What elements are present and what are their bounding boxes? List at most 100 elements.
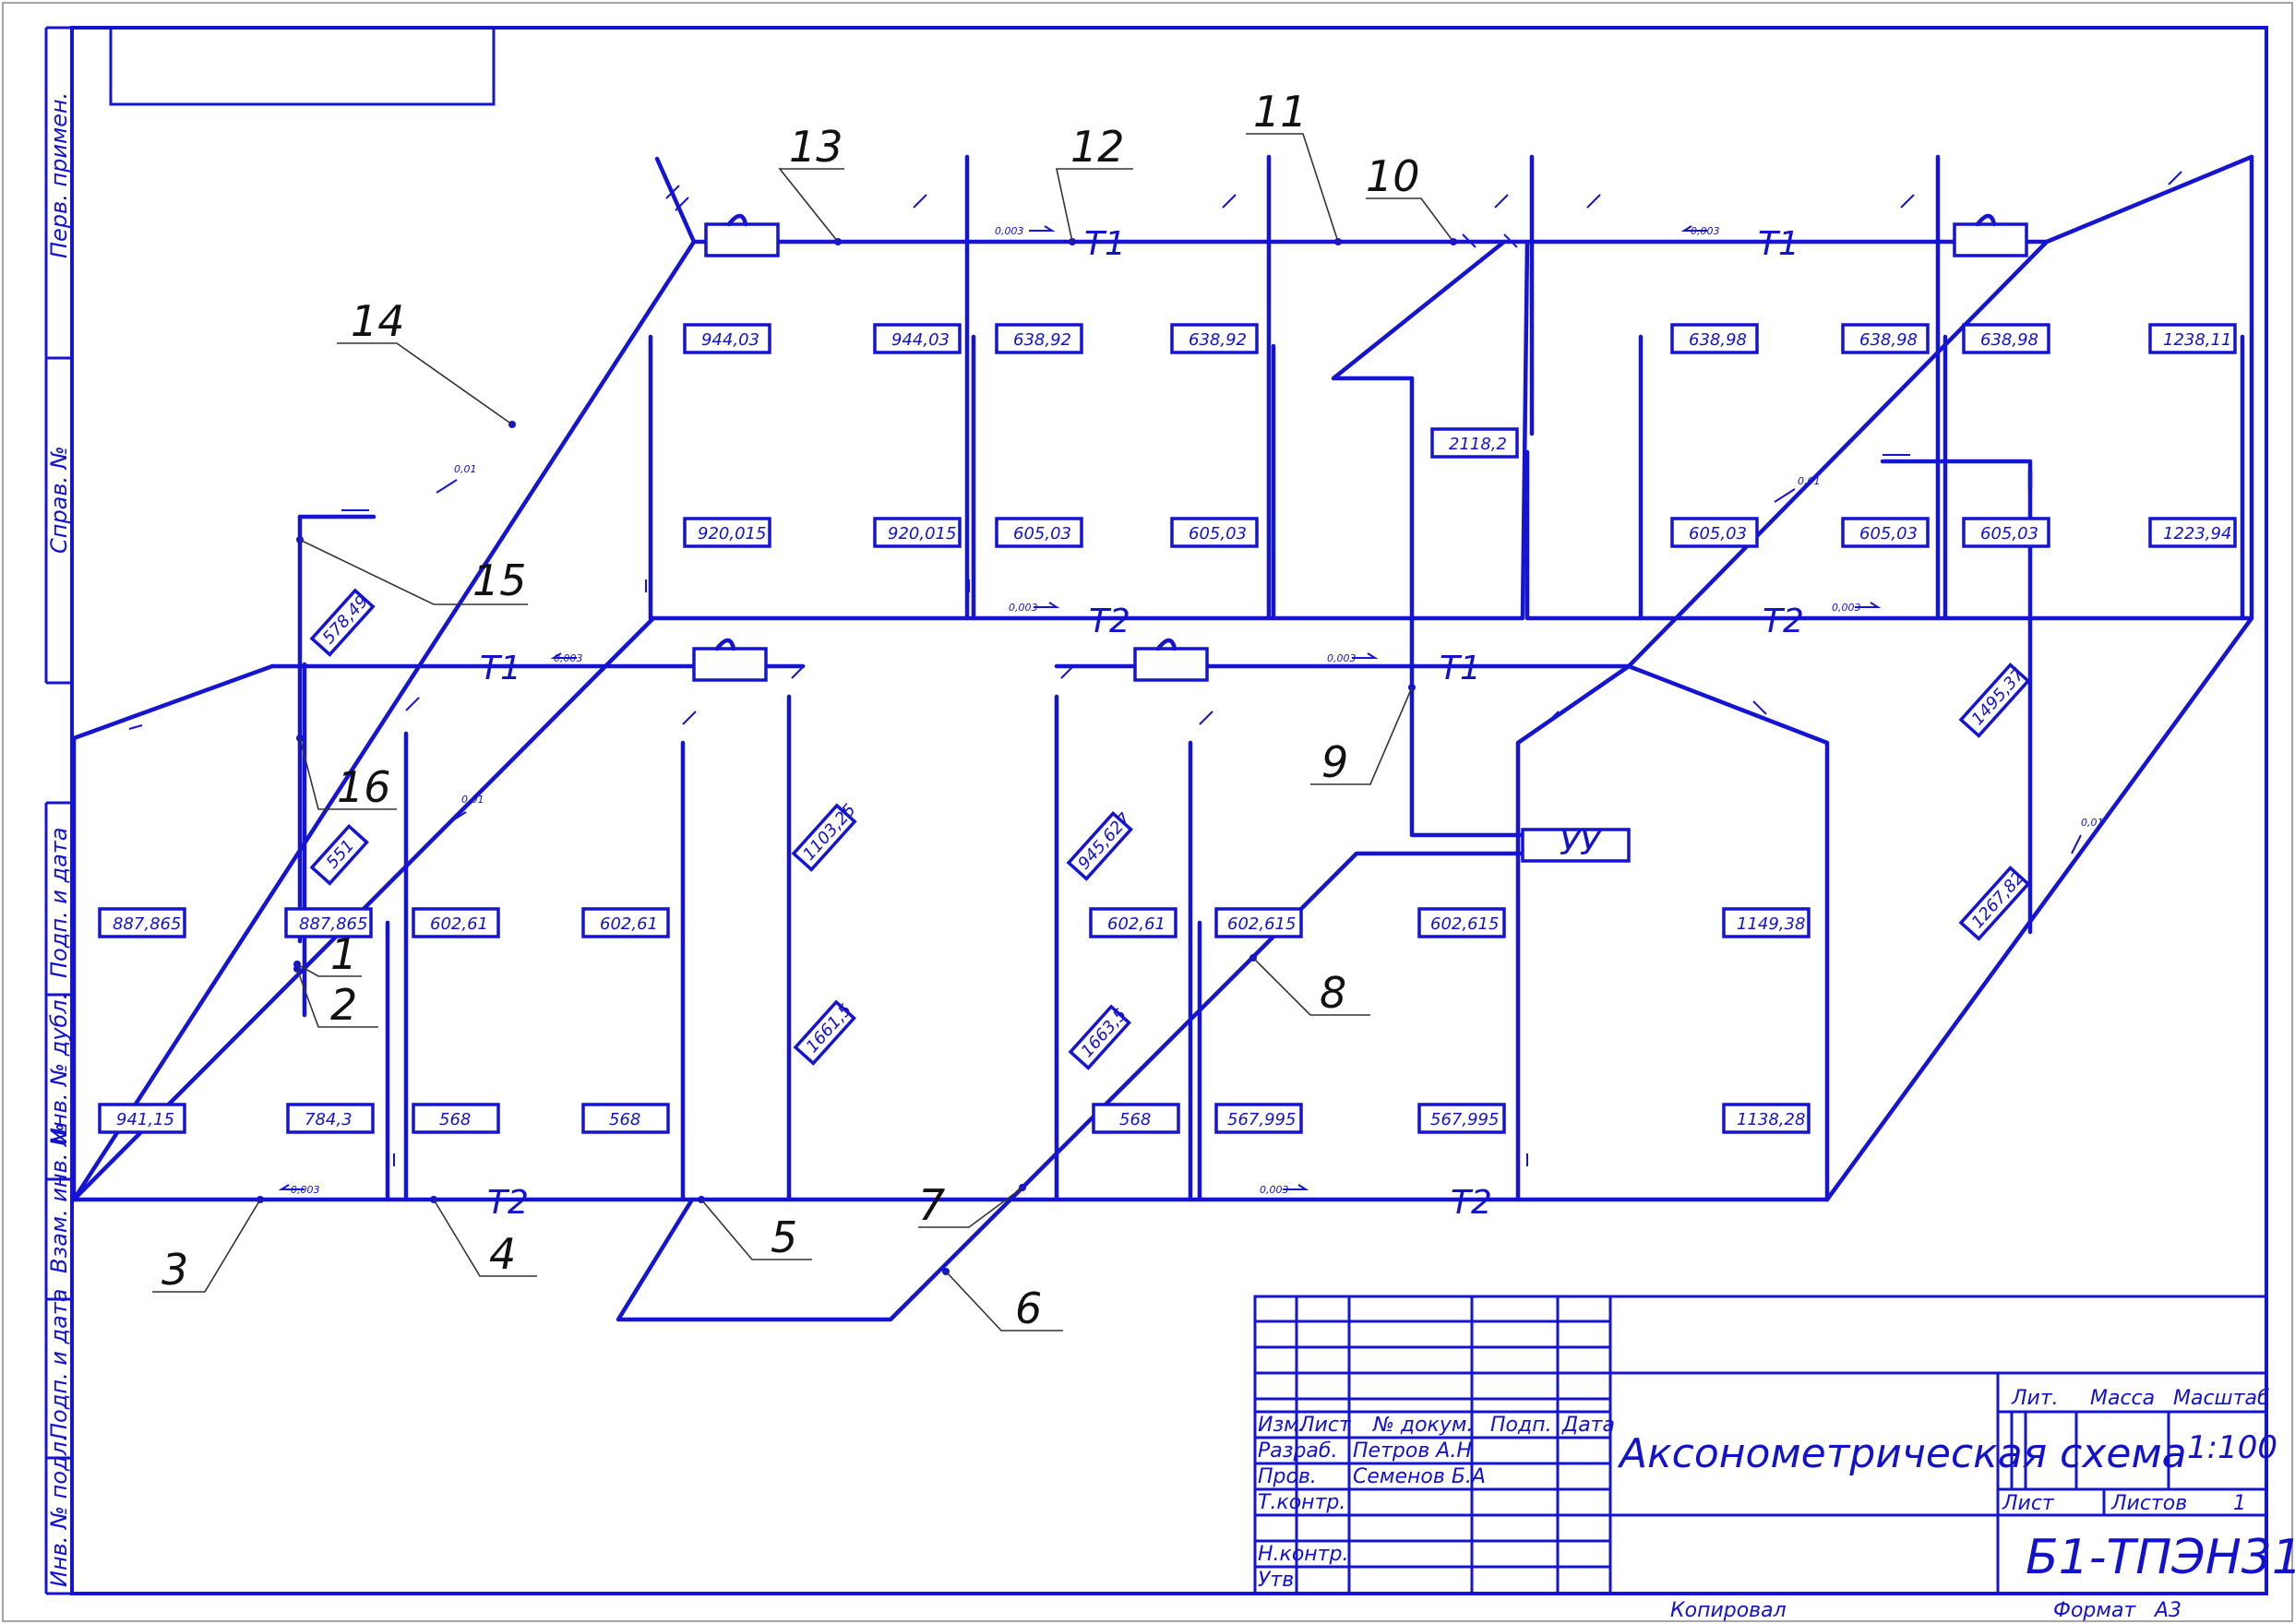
valve-tag: 567,995 [1430, 1110, 1499, 1129]
label-t1: Т1 [1440, 650, 1481, 687]
air-vent-box-mid [1133, 647, 1209, 682]
valve-tag: 1149,38 [1737, 914, 1805, 934]
valve-tag: 941,15 [116, 1110, 174, 1129]
valve-tags: 944,03 944,03 638,92 638,92 920,015 920,… [98, 323, 2237, 1134]
valve-tag: 1138,28 [1737, 1110, 1805, 1129]
slope-value: 0,003 [995, 225, 1024, 237]
pipe-labels: Т1 Т1 Т1 Т1 Т2 Т2 Т2 Т2 [480, 225, 1804, 1222]
tb-doc: № докум. [1372, 1414, 1473, 1437]
tb-podp: Подп. [1490, 1414, 1552, 1437]
return-network-t2 [71, 154, 2254, 1322]
tb-scale: 1:100 [2187, 1429, 2277, 1466]
drawing-code: Б1-ТПЭН31 [2026, 1530, 2295, 1585]
label-t1: Т1 [480, 650, 521, 687]
metering-node-box [1521, 828, 1631, 863]
tb-lit: Лит. [2011, 1387, 2059, 1410]
valve-tag: 944,03 [891, 330, 950, 350]
title-block: Изм. Лист № докум. Подп. Дата Разраб. Пе… [1253, 1295, 2295, 1595]
stamp-sprav-no: Справ. № [46, 446, 72, 554]
slope-value: 0,003 [1260, 1184, 1289, 1196]
position-10: 10 [1366, 151, 1420, 201]
valve-markers [128, 171, 2243, 1251]
tb-role: Разраб. [1258, 1439, 1337, 1463]
valve-tag: 920,015 [888, 524, 956, 543]
position-6: 6 [1015, 1284, 1042, 1333]
tb-list-label: Лист [2002, 1492, 2055, 1515]
valve-tag: 568 [609, 1110, 640, 1129]
valve-tag: 602,615 [1430, 914, 1499, 934]
valve-tag: 605,03 [1980, 524, 2038, 543]
tb-name: Петров А.Н [1353, 1439, 1472, 1463]
tb-role: Пров. [1258, 1465, 1317, 1488]
slope-value-short: 0,01 [461, 794, 484, 806]
valve-tag: 605,03 [1689, 524, 1747, 543]
label-t1: Т1 [1084, 225, 1126, 263]
tb-list: Лист [1298, 1414, 1352, 1437]
valve-tag: 568 [1119, 1110, 1151, 1129]
valve-tag: 945,627 [1074, 809, 1135, 874]
valve-tag: 602,61 [1107, 914, 1165, 934]
slope-value: 0,003 [1327, 652, 1357, 664]
metering-node-label: УУ [1560, 825, 1602, 863]
tb-role: Т.контр. [1258, 1491, 1345, 1514]
air-vent-box-left [692, 647, 768, 682]
tb-listov-label: Листов [2110, 1492, 2187, 1515]
valve-tag: 568 [439, 1110, 471, 1129]
valve-tag: 605,03 [1189, 524, 1247, 543]
position-15: 15 [472, 555, 527, 605]
position-2: 2 [330, 980, 357, 1030]
valve-tag: 638,98 [1859, 330, 1918, 350]
risers [297, 154, 2245, 1202]
valve-tag: 602,61 [430, 914, 488, 934]
left-stamp: Перв. примен. Справ. № Взам. инв. № Инв.… [44, 26, 72, 1595]
position-7: 7 [918, 1180, 945, 1230]
stamp-inv-podl: Инв. № подл. [46, 1434, 72, 1587]
position-12: 12 [1070, 122, 1125, 172]
slope-value: 0,003 [291, 1184, 320, 1196]
tb-massa: Масса [2090, 1387, 2155, 1410]
valve-tag: 1238,11 [2163, 330, 2231, 350]
position-8: 8 [1320, 968, 1346, 1018]
footer-format: А3 [2153, 1599, 2181, 1622]
valve-tag: 887,865 [299, 914, 367, 934]
label-t1: Т1 [1758, 225, 1799, 263]
valve-tag: 602,615 [1227, 914, 1296, 934]
valve-tag: 602,61 [600, 914, 658, 934]
slope-value-short: 0,01 [2081, 817, 2104, 829]
label-t2: Т2 [1451, 1184, 1492, 1222]
top-stamp-box [109, 26, 496, 106]
stamp-vzam-inv: Взам. инв. № [46, 1123, 72, 1273]
valve-tag: 567,995 [1227, 1110, 1296, 1129]
position-5: 5 [771, 1212, 797, 1262]
valve-tag: 2118,2 [1449, 435, 1507, 454]
valve-tag: 1267,82 [1968, 868, 2028, 932]
slope-value: 0,003 [1832, 602, 1861, 614]
position-3: 3 [161, 1245, 188, 1295]
valve-tag: 605,03 [1859, 524, 1918, 543]
slope-arrows [278, 225, 2082, 1190]
label-t2: Т2 [1763, 603, 1804, 640]
tb-role: Н.контр. [1258, 1543, 1348, 1566]
stamp-inv-dubl: Инв. № дубл. [46, 993, 72, 1144]
tb-masshtab: Масштаб [2173, 1387, 2270, 1410]
valve-tag: 638,98 [1980, 330, 2038, 350]
label-t2: Т2 [1089, 603, 1130, 640]
position-callouts: 1 2 3 4 5 6 7 8 9 10 11 12 13 14 15 16 [152, 87, 1457, 1333]
tb-listov: 1 [2233, 1492, 2246, 1515]
footer-copied: Копировал [1670, 1599, 1787, 1622]
position-9: 9 [1321, 737, 1348, 787]
tb-role: Утв. [1258, 1569, 1300, 1592]
position-13: 13 [789, 122, 843, 172]
supply-network-t1 [71, 154, 2254, 1202]
valve-tag: 605,03 [1013, 524, 1071, 543]
slope-value-short: 0,01 [454, 463, 477, 475]
valve-tag: 1495,37 [1968, 664, 2029, 729]
position-14: 14 [351, 296, 405, 346]
slope-value: 0,003 [1009, 602, 1038, 614]
stamp-perv-primen: Перв. примен. [46, 92, 72, 258]
tb-name: Семенов Б.А [1353, 1465, 1486, 1488]
valve-tag: 944,03 [701, 330, 759, 350]
position-4: 4 [489, 1229, 516, 1279]
